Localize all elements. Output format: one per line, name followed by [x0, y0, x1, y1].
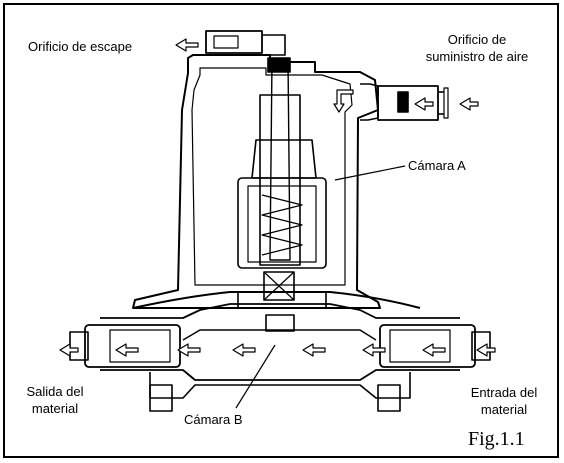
inner-cage [237, 177, 327, 269]
figure-caption: Fig.1.1 [468, 428, 525, 450]
inner-cage-inner [247, 185, 317, 263]
lower-body-base [149, 372, 411, 399]
exhaust-fitting [205, 30, 263, 54]
label-outlet-line1: Salida del [26, 384, 84, 399]
leader-chamber-b [235, 344, 276, 409]
label-exhaust-port: Orificio de escape [28, 39, 133, 54]
exhaust-elbow [262, 34, 286, 56]
air-supply-body [377, 85, 439, 121]
label-chamber-b: Cámara B [184, 412, 243, 427]
piston-body [251, 139, 317, 179]
label-inlet-line1: Entrada del [470, 385, 538, 400]
central-cylinder [259, 94, 301, 266]
diaphragm-clamp [237, 291, 327, 309]
foot-left [149, 384, 173, 412]
label-air-supply-line2: suministro de aire [425, 49, 529, 64]
label-material-outlet: Salida del material [10, 383, 100, 417]
center-bolt [263, 271, 295, 301]
label-inlet-line2: material [480, 402, 528, 417]
label-air-supply-port: Orificio de suministro de aire [402, 31, 552, 65]
lower-body-top [100, 303, 460, 319]
label-material-inlet: Entrada del material [456, 384, 552, 418]
diagram-frame [3, 3, 559, 458]
inlet-fitting-right [379, 324, 476, 368]
exhaust-fitting-inner [213, 35, 239, 49]
lower-body-channel [182, 329, 377, 341]
exhaust-plug [267, 57, 291, 73]
label-chamber-a: Cámara A [408, 158, 466, 173]
foot-right [377, 384, 401, 412]
upper-housing-inner [191, 67, 353, 286]
label-outlet-line2: material [31, 401, 79, 416]
lower-body-bottom [100, 369, 460, 381]
flow-arrow-icon [59, 38, 496, 357]
outlet-fitting-left [84, 324, 181, 368]
nut [265, 314, 295, 332]
label-air-supply-line1: Orificio de [447, 32, 507, 47]
leader-chamber-a [334, 165, 406, 181]
spring [261, 194, 303, 256]
air-supply-plug [397, 91, 409, 113]
